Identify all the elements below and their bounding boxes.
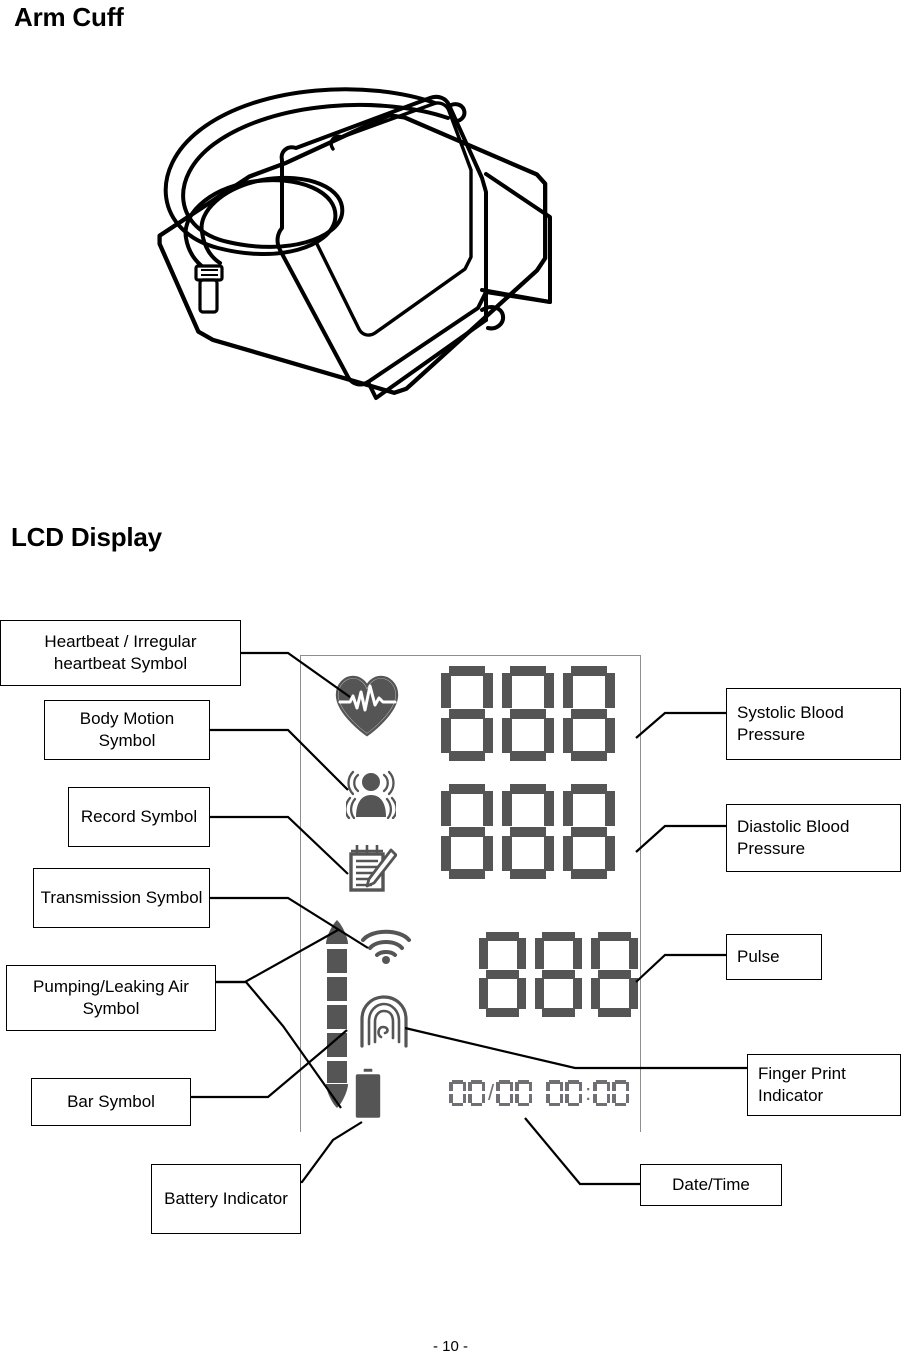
time-digit xyxy=(612,1080,630,1106)
page-title-lcd-display: LCD Display xyxy=(11,522,162,552)
heartbeat-icon xyxy=(335,675,399,737)
systolic-readout xyxy=(441,666,615,761)
page-title-arm-cuff: Arm Cuff xyxy=(14,2,124,32)
date-digit xyxy=(515,1080,533,1106)
fingerprint-icon xyxy=(360,995,408,1048)
seven-segment-digit xyxy=(535,932,582,1017)
date-digit xyxy=(468,1080,485,1106)
seven-segment-digit xyxy=(502,784,554,879)
time-digit xyxy=(565,1080,583,1106)
lcd-display-panel: / : xyxy=(300,655,641,1132)
callout-pumping-leaking-air-symbol: Pumping/Leaking Air Symbol xyxy=(6,965,216,1031)
seven-segment-digit xyxy=(563,666,615,761)
callout-diastolic-blood-pressure: Diastolic Blood Pressure xyxy=(726,804,901,872)
callout-date-time: Date/Time xyxy=(640,1164,782,1206)
battery-icon xyxy=(353,1068,383,1120)
callout-bar-symbol: Bar Symbol xyxy=(31,1078,191,1126)
seven-segment-digit xyxy=(563,784,615,879)
arm-cuff-illustration xyxy=(157,87,552,400)
page-number-footer: - 10 - xyxy=(432,1338,468,1355)
callout-battery-indicator: Battery Indicator xyxy=(151,1164,301,1234)
date-separator: / xyxy=(488,1080,495,1105)
transmission-icon xyxy=(361,929,411,964)
body-motion-icon xyxy=(346,770,396,819)
callout-heartbeat-symbol: Heartbeat / Irregular heartbeat Symbol xyxy=(0,620,241,686)
seven-segment-digit xyxy=(441,784,493,879)
bar-symbol-icon xyxy=(325,920,349,1108)
date-digit xyxy=(449,1080,466,1106)
callout-systolic-blood-pressure: Systolic Blood Pressure xyxy=(726,688,901,760)
diastolic-readout xyxy=(441,784,615,879)
time-digit xyxy=(593,1080,611,1106)
callout-record-symbol: Record Symbol xyxy=(68,787,210,847)
seven-segment-digit xyxy=(502,666,554,761)
callout-finger-print-indicator: Finger Print Indicator xyxy=(747,1054,901,1116)
time-separator: : xyxy=(585,1080,592,1105)
time-digit xyxy=(546,1080,564,1106)
seven-segment-digit xyxy=(479,932,526,1017)
callout-transmission-symbol: Transmission Symbol xyxy=(33,868,210,928)
record-icon xyxy=(349,845,397,892)
pulse-readout xyxy=(479,932,638,1017)
datetime-readout: / : xyxy=(449,1080,631,1106)
date-digit xyxy=(496,1080,514,1106)
callout-body-motion-symbol: Body Motion Symbol xyxy=(44,700,210,760)
callout-pulse: Pulse xyxy=(726,934,822,980)
seven-segment-digit xyxy=(591,932,638,1017)
seven-segment-digit xyxy=(441,666,493,761)
